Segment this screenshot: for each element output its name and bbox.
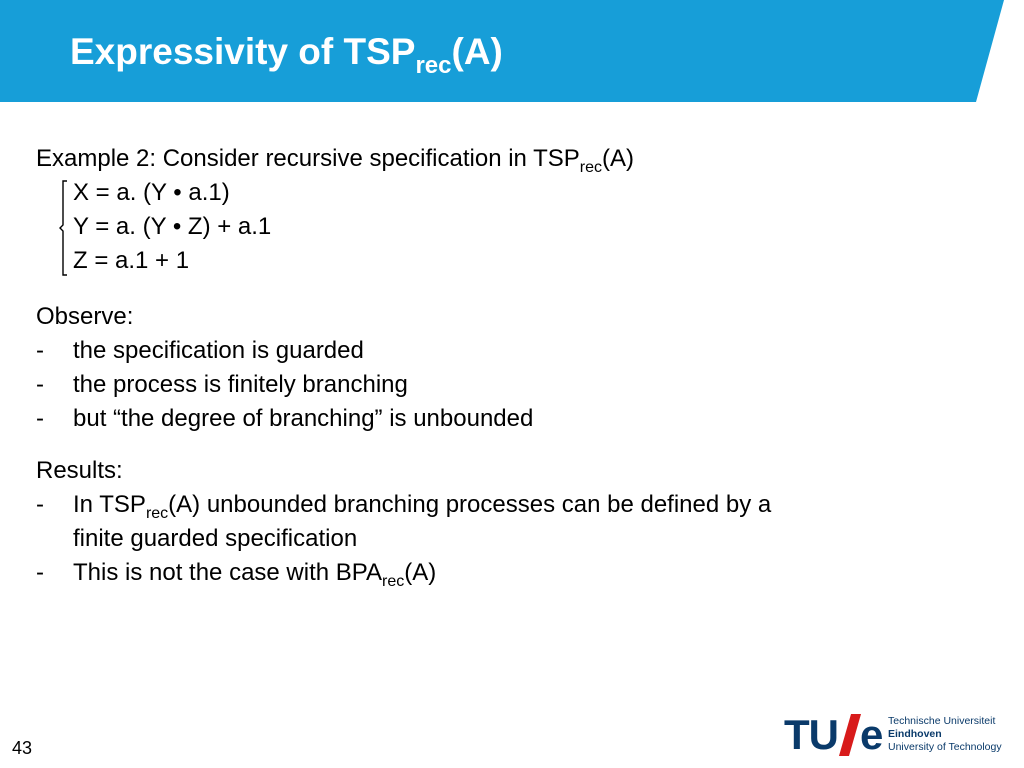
slide-content: Example 2: Consider recursive specificat… xyxy=(36,142,996,590)
logo-mark-tu: TU xyxy=(784,711,839,758)
results-item-tsp-line1: (A) unbounded branching processes can be… xyxy=(168,491,772,518)
observe-heading: Observe: xyxy=(36,303,134,330)
observe-item-text: the process is finitely branching xyxy=(73,371,408,398)
logo-text-line2: Eindhoven xyxy=(888,728,942,740)
results-item-bpa-pre: This is not the case with BPA xyxy=(73,559,383,586)
results-item-bpa-tail: (A) xyxy=(404,559,437,586)
results-item-tsp-continuation: finite guarded specification xyxy=(36,522,996,556)
bullet-dash: - xyxy=(36,371,44,398)
equation-x: X = a. (Y • a.1) xyxy=(73,179,230,206)
example-intro-tail: (A) xyxy=(602,145,635,172)
equation-y: Y = a. (Y • Z) + a.1 xyxy=(73,213,272,240)
observe-item-guarded: - the specification is guarded xyxy=(36,334,996,368)
slide-title-main: Expressivity of TSP xyxy=(70,31,416,72)
results-item-tsp: - In TSPrec(A) unbounded branching proces… xyxy=(36,488,996,522)
logo-text: Technische Universiteit Eindhoven Univer… xyxy=(888,715,1002,754)
observe-item-finitely-branching: - the process is finitely branching xyxy=(36,368,996,402)
results-item-bpa: - This is not the case with BPArec(A) xyxy=(36,556,996,590)
logo-text-line1: Technische Universiteit xyxy=(888,715,996,727)
example-intro: Example 2: Consider recursive specificat… xyxy=(36,142,996,176)
tue-logo: TU e Technische Universiteit Eindhoven U… xyxy=(784,712,1016,758)
slide-title-tail: (A) xyxy=(451,31,503,72)
bullet-dash: - xyxy=(36,405,44,432)
title-band: Expressivity of TSPrec(A) xyxy=(0,0,1024,102)
logo-slash xyxy=(838,714,862,756)
logo-text-line3: University of Technology xyxy=(888,741,1002,753)
page-number: 43 xyxy=(12,738,33,758)
bullet-dash: - xyxy=(36,337,44,364)
observe-item-text: but “the degree of branching” is unbound… xyxy=(73,405,534,432)
results-item-bpa-subscript: rec xyxy=(382,573,405,590)
title-band-shape xyxy=(0,0,1004,102)
observe-item-unbounded: - but “the degree of branching” is unboun… xyxy=(36,402,996,436)
spacer xyxy=(36,436,996,454)
bullet-dash: - xyxy=(36,491,44,518)
example-intro-main: Example 2: Consider recursive specificat… xyxy=(36,145,580,172)
equation-z: Z = a.1 + 1 xyxy=(73,247,190,274)
results-item-tsp-pre: In TSP xyxy=(73,491,146,518)
slide-title-subscript: rec xyxy=(415,52,452,79)
recursive-specification: X = a. (Y • a.1) Y = a. (Y • Z) + a.1 Z … xyxy=(59,176,996,278)
results-heading: Results: xyxy=(36,457,123,484)
left-brace xyxy=(59,180,67,276)
results-item-tsp-subscript: rec xyxy=(145,505,169,522)
results-item-tsp-line2: finite guarded specification xyxy=(73,525,358,552)
example-intro-subscript: rec xyxy=(579,159,603,176)
spacer xyxy=(36,278,996,300)
bullet-dash: - xyxy=(36,559,44,586)
slide-title: Expressivity of TSPrec(A) xyxy=(70,30,503,78)
left-brace-shape xyxy=(59,180,67,276)
observe-item-text: the specification is guarded xyxy=(73,337,364,364)
logo-mark-e: e xyxy=(860,711,884,758)
